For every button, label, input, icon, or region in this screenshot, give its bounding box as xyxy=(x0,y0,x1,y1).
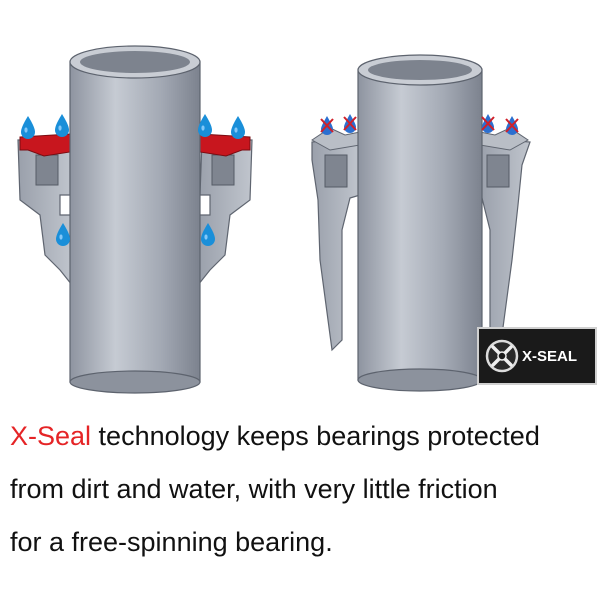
brand-name: X-Seal xyxy=(10,421,92,451)
caption-line-3: for a free-spinning bearing. xyxy=(10,527,333,557)
right-tube xyxy=(357,69,483,381)
blocked-drop-icon xyxy=(343,113,357,134)
standard-seal-assembly xyxy=(17,45,253,394)
water-drop-icon xyxy=(231,116,245,139)
x-seal-badge: X-SEAL xyxy=(477,327,597,385)
water-drop-icon xyxy=(55,114,69,137)
blocked-drop-icon xyxy=(481,113,495,134)
x-seal-badge-label: X-SEAL xyxy=(522,348,577,365)
x-seal-assembly xyxy=(311,54,531,392)
bearing-seal-illustration: X-SEAL xyxy=(17,45,597,394)
blocked-drop-icon xyxy=(320,115,334,136)
caption-line-2: from dirt and water, with very little fr… xyxy=(10,474,498,504)
caption-line-1-text: technology keeps bearings protected xyxy=(91,421,540,451)
left-tube xyxy=(69,61,201,383)
caption-line-1: X-Seal technology keeps bearings protect… xyxy=(10,420,595,452)
x-seal-logo-icon xyxy=(485,339,519,373)
water-drop-icon xyxy=(21,116,35,139)
blocked-drop-icon xyxy=(505,115,519,136)
